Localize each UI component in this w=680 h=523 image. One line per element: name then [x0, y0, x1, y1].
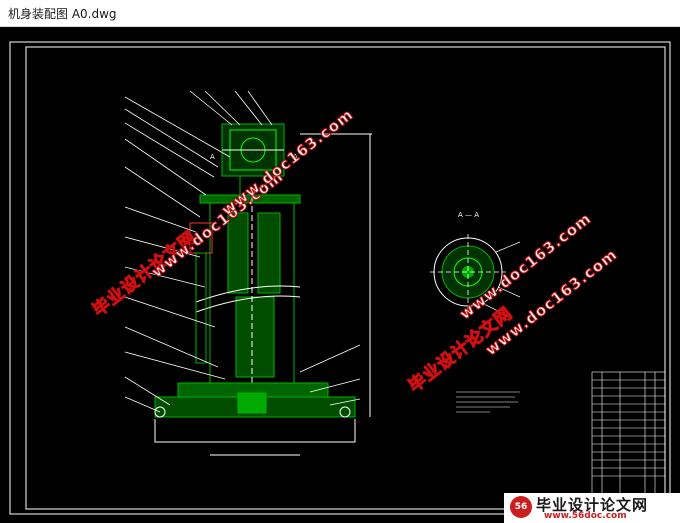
technical-notes: [456, 391, 520, 413]
window-title: 机身装配图 A0.dwg: [8, 7, 117, 21]
section-label: A — A: [458, 211, 479, 219]
section-view-a-a: [430, 234, 521, 318]
cad-drawing: A A A — A: [9, 41, 671, 515]
site-logo: 56 毕业设计论文网 www.56doc.com: [504, 493, 680, 523]
view-label-a-left: A: [210, 153, 215, 161]
leader-lines: [124, 90, 361, 413]
logo-badge-icon: 56: [510, 496, 532, 518]
view-label-a-right: A: [293, 153, 298, 161]
assembly-main-view: [154, 123, 372, 456]
outer-border: [9, 41, 671, 515]
title-bar: 机身装配图 A0.dwg: [0, 0, 680, 27]
logo-name: 毕业设计论文网: [536, 496, 649, 514]
title-block: [591, 371, 666, 510]
logo-url: www.56doc.com: [544, 511, 627, 521]
drawing-canvas[interactable]: A A A — A: [0, 27, 680, 523]
drawing-frame: [25, 46, 666, 510]
